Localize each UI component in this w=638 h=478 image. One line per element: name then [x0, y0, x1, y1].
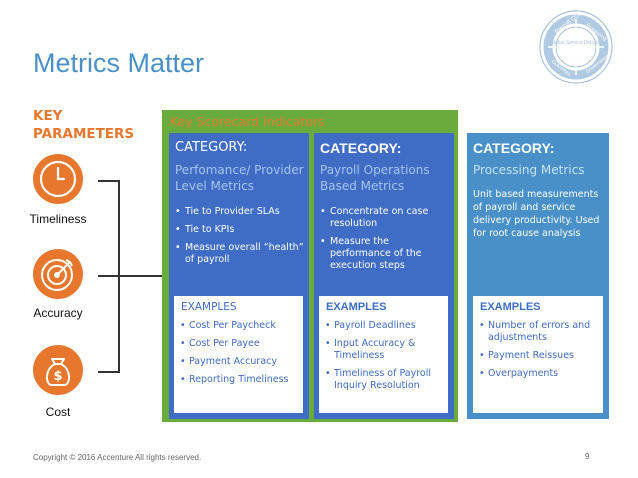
param-label-accuracy: Accuracy	[33, 306, 83, 320]
list-item: Tie to KPIs	[175, 224, 307, 236]
list-item: Measure overall “health” of payroll	[175, 242, 307, 266]
page-number: 9	[585, 452, 590, 461]
examples-list: Payroll Deadlines Input Accuracy & Timel…	[325, 320, 445, 398]
bracket-horizontal-top	[98, 180, 119, 182]
category-bullets: Tie to Provider SLAs Tie to KPIs Measure…	[175, 206, 307, 272]
scorecard-title: Key Scorecard Indicators	[170, 114, 325, 129]
category-bullets: Concentrate on case resolution Measure t…	[320, 206, 452, 278]
category-card-operations: CATEGORY: Payroll Operations Based Metri…	[314, 133, 454, 419]
list-item: Timeliness of Payroll Inquiry Resolution	[325, 368, 445, 392]
examples-title: EXAMPLES	[480, 301, 541, 313]
logo-center-text: Global Service Delivery	[550, 40, 602, 46]
bracket-horizontal-bottom	[98, 371, 119, 373]
category-label: CATEGORY:	[175, 140, 248, 155]
list-item: Tie to Provider SLAs	[175, 206, 307, 218]
examples-box: EXAMPLES Cost Per Paycheck Cost Per Paye…	[174, 296, 303, 413]
list-item: Concentrate on case resolution	[320, 206, 452, 230]
category-label: CATEGORY:	[473, 140, 555, 156]
examples-list: Cost Per Paycheck Cost Per Payee Payment…	[180, 320, 300, 392]
category-subtitle: Processing Metrics	[473, 163, 585, 177]
category-subtitle: Payroll Operations Based Metrics	[320, 163, 430, 193]
svg-text:$: $	[53, 369, 62, 384]
list-item: Overpayments	[479, 368, 599, 380]
money-bag-icon: $	[33, 345, 83, 395]
examples-box: EXAMPLES Payroll Deadlines Input Accurac…	[319, 296, 448, 413]
examples-list: Number of errors and adjustments Payment…	[479, 320, 599, 386]
list-item: Payroll Deadlines	[325, 320, 445, 332]
category-description: Unit based measurements of payroll and s…	[473, 189, 600, 239]
category-label: CATEGORY:	[320, 140, 402, 156]
list-item: Reporting Timeliness	[180, 374, 300, 386]
key-parameters-heading: KEY PARAMETERS	[33, 107, 143, 143]
list-item: Cost Per Payee	[180, 338, 300, 350]
examples-title: EXAMPLES	[181, 301, 237, 313]
list-item: Payment Accuracy	[180, 356, 300, 368]
target-icon	[33, 249, 83, 299]
list-item: Payment Reissues	[479, 350, 599, 362]
list-item: Cost Per Paycheck	[180, 320, 300, 332]
clock-icon	[33, 154, 83, 204]
category-card-processing: CATEGORY: Processing Metrics Unit based …	[467, 133, 609, 419]
payroll-coe-logo: Payroll COE Processing Governance Outcom…	[539, 10, 613, 84]
examples-box: EXAMPLES Number of errors and adjustment…	[473, 296, 603, 413]
copyright-text: Copyright © 2016 Accenture All rights re…	[33, 453, 202, 462]
list-item: Input Accuracy & Timeliness	[325, 338, 445, 362]
key-parameters-label: KEY PARAMETERS	[33, 108, 135, 142]
bracket-horizontal-middle	[98, 275, 162, 277]
page-title: Metrics Matter	[33, 48, 205, 78]
param-label-timeliness: Timeliness	[29, 212, 87, 226]
param-label-cost: Cost	[45, 405, 71, 419]
category-subtitle: Perfomance/ Provider Level Metrics	[175, 163, 304, 193]
list-item: Measure the performance of the execution…	[320, 236, 452, 272]
list-item: Number of errors and adjustments	[479, 320, 599, 344]
examples-title: EXAMPLES	[326, 301, 387, 313]
category-card-performance: CATEGORY: Perfomance/ Provider Level Met…	[169, 133, 309, 419]
